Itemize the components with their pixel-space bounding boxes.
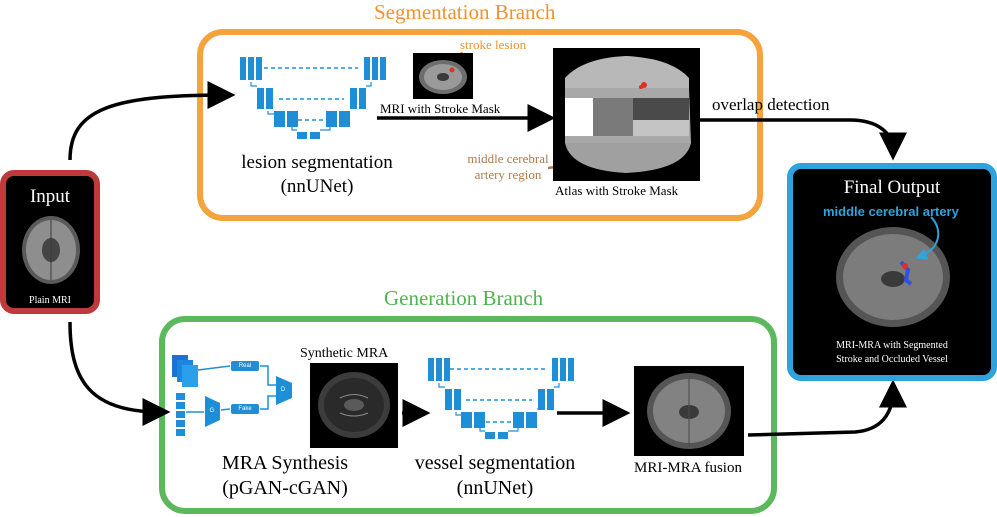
mca-artery-label: middle cerebral artery — [823, 204, 959, 219]
vessel-segmentation-label-line1: vessel segmentation — [414, 452, 576, 474]
atlas-stroke-mask-label: Atlas with Stroke Mask — [555, 183, 679, 198]
input-panel: Input Plain MRI — [0, 170, 100, 314]
generation-branch-title: Generation Branch — [378, 286, 550, 311]
synthetic-mra-label: Synthetic MRA — [300, 346, 389, 361]
lesion-segmentation-label-line1: lesion segmentation — [241, 152, 393, 173]
stroke-lesion-label: stroke lesion — [460, 37, 527, 52]
mri-stroke-mask-label: MRI with Stroke Mask — [380, 101, 501, 116]
mca-region-label-line2: artery region — [474, 167, 542, 182]
arrow-fusion-to-output — [747, 379, 907, 437]
mri-mra-fusion-label: MRI-MRA fusion — [634, 460, 742, 476]
mra-synthesis-label-line1: MRA Synthesis — [221, 452, 349, 474]
gan-fake-label: Fake — [238, 406, 252, 412]
mca-region-label-line1: middle cerebral — [467, 151, 549, 166]
vessel-segmentation-label-line2: (nnUNet) — [456, 477, 534, 499]
lesion-segmentation-label-line2: (nnUNet) — [280, 176, 354, 197]
atlas-stroke-mask-image — [553, 48, 700, 181]
gan-g-label: G — [209, 408, 215, 414]
final-output-panel: Final Output middle cerebral artery MRI-… — [787, 163, 997, 381]
final-output-caption-line1: MRI-MRA with Segmented — [836, 340, 948, 351]
overlap-detection-label: overlap detection — [712, 95, 830, 114]
segmentation-branch-box — [197, 29, 763, 221]
mri-mra-fusion-image — [634, 366, 744, 456]
arrow-input-to-generation — [68, 321, 171, 426]
arrow-overlap-to-output — [700, 118, 907, 161]
arrow-input-to-segmentation — [68, 81, 236, 161]
plain-mri-image — [20, 214, 82, 286]
input-title: Input — [29, 186, 71, 207]
final-output-title: Final Output — [843, 177, 941, 198]
mca-artery-pointer — [915, 216, 940, 260]
plain-mri-caption: Plain MRI — [29, 295, 71, 306]
final-output-caption-line2: Stroke and Occluded Vessel — [836, 354, 948, 365]
mri-stroke-mask-image — [413, 53, 473, 99]
mra-synthesis-label-line2: (pGAN-cGAN) — [222, 477, 348, 499]
segmentation-branch-title: Segmentation Branch — [368, 0, 562, 25]
gan-d-label: D — [280, 387, 286, 393]
gan-real-label: Real — [238, 363, 252, 369]
synthetic-mra-image — [310, 363, 398, 448]
